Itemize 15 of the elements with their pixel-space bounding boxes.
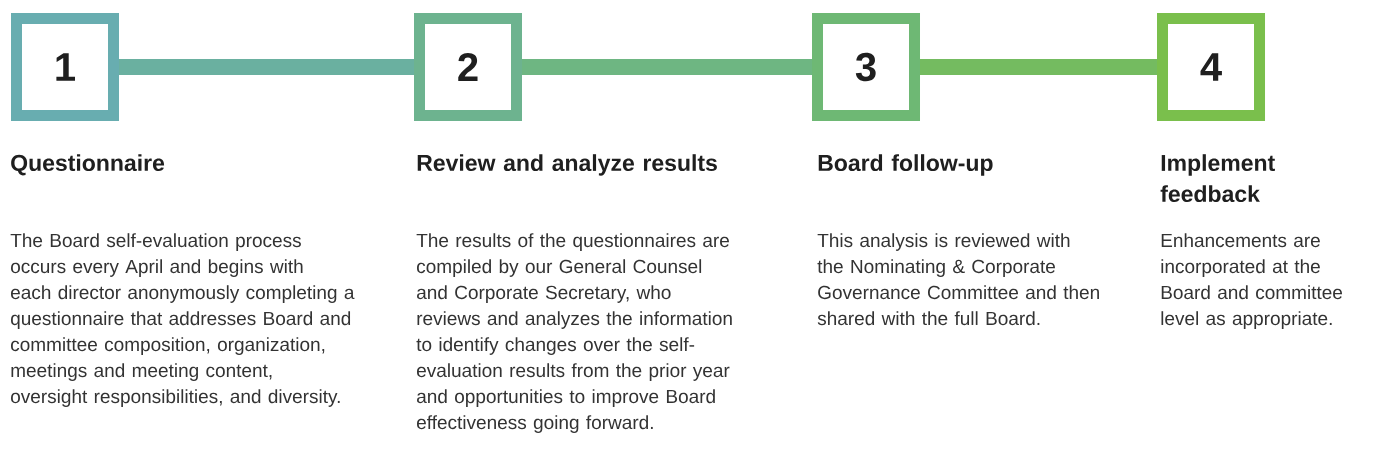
step-description: Enhancements are incorporated at the Board and committee level as appropriate.	[1161, 233, 1343, 329]
connector-line	[920, 59, 1157, 75]
step-description: The results of the questionnaires are compiled by our General Counsel and Corporate Secretary, who reviews and analyzes the information to identify changes over the self-evaluation results from the prior year and opportunities to improve Board effectiveness going forward.	[416, 233, 732, 433]
step-heading: Review and analyze results	[417, 154, 717, 176]
connector-line	[119, 59, 414, 75]
step-description: The Board self-evaluation process occurs every April and begins with each director anonymously completing a questionnaire that addresses Board and committee composition, organization, meetings and meeting content, oversight responsibilities, and diversity.	[10, 233, 355, 407]
step-heading: Board follow-up	[818, 154, 993, 176]
step-description: This analysis is reviewed with the Nominating & Corporate Governance Committee and then shared with the full Board.	[817, 233, 1099, 326]
step-number-box: 2	[414, 13, 522, 121]
step-heading: Implement feedback	[1160, 154, 1275, 203]
step-number-box: 3	[812, 13, 920, 121]
step-number-box: 1	[11, 13, 119, 121]
step-heading: Questionnaire	[11, 154, 165, 176]
connector-line	[522, 59, 812, 75]
step-number-box: 4	[1157, 13, 1265, 121]
